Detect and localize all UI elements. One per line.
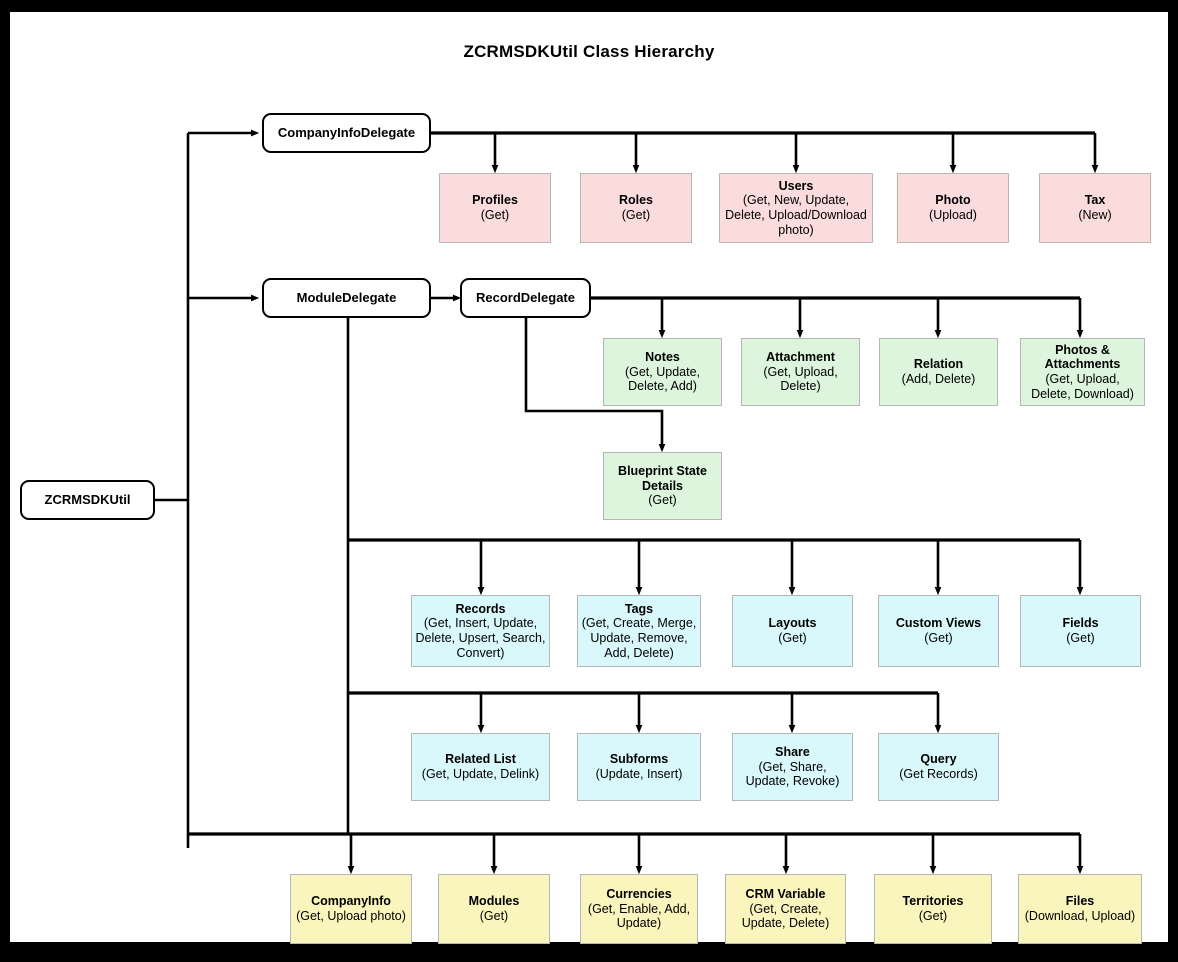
node-photos-attachments[interactable]: Photos & Attachments (Get, Upload, Delet… <box>1020 338 1145 406</box>
node-label: Records <box>455 601 506 616</box>
node-photo[interactable]: Photo (Upload) <box>897 173 1009 243</box>
node-layouts[interactable]: Layouts (Get) <box>732 595 853 667</box>
node-custom-views[interactable]: Custom Views (Get) <box>878 595 999 667</box>
node-label: CRM Variable <box>745 886 826 901</box>
node-label: Notes <box>645 349 680 364</box>
node-records[interactable]: Records (Get, Insert, Update, Delete, Up… <box>411 595 550 667</box>
node-label: CompanyInfo <box>311 894 391 909</box>
node-query[interactable]: Query (Get Records) <box>878 733 999 801</box>
node-label: Currencies <box>606 886 672 901</box>
node-companyinfodelegate[interactable]: CompanyInfoDelegate <box>262 113 431 153</box>
node-ops: (Get) <box>480 208 510 222</box>
node-profiles[interactable]: Profiles (Get) <box>439 173 551 243</box>
node-ops: (Update, Insert) <box>595 767 683 781</box>
node-ops: (Get) <box>778 631 807 645</box>
node-label: Modules <box>468 894 520 909</box>
node-ops: (Get) <box>621 208 651 222</box>
node-ops: (Get, Insert, Update, Delete, Upsert, Se… <box>415 616 546 660</box>
node-ops: (Get, Create, Merge, Update, Remove, Add… <box>581 616 697 660</box>
node-crm-variable[interactable]: CRM Variable (Get, Create, Update, Delet… <box>725 874 846 944</box>
node-ops: (New) <box>1078 208 1112 222</box>
node-relation[interactable]: Relation (Add, Delete) <box>879 338 998 406</box>
node-label: Query <box>920 752 957 767</box>
node-label: Custom Views <box>895 616 982 631</box>
node-ops: (Get, Create, Update, Delete) <box>741 901 830 931</box>
node-roles[interactable]: Roles (Get) <box>580 173 692 243</box>
node-ops: (Get) <box>479 909 509 923</box>
node-ops: (Add, Delete) <box>901 372 976 386</box>
node-ops: (Upload) <box>929 208 977 222</box>
node-fields[interactable]: Fields (Get) <box>1020 595 1141 667</box>
node-related-list[interactable]: Related List (Get, Update, Delink) <box>411 733 550 801</box>
node-zcrmsdkutil[interactable]: ZCRMSDKUtil <box>20 480 155 520</box>
node-ops: (Get, Upload, Delete, Download) <box>1031 372 1134 401</box>
node-label: Users <box>778 178 814 193</box>
node-ops: (Get, Enable, Add, Update) <box>587 901 691 931</box>
node-label: Tags <box>624 601 654 616</box>
node-label: Files <box>1065 894 1095 909</box>
node-tax[interactable]: Tax (New) <box>1039 173 1151 243</box>
node-label: Profiles <box>472 193 518 208</box>
node-ops: (Get, Share, Update, Revoke) <box>745 759 840 789</box>
node-tags[interactable]: Tags (Get, Create, Merge, Update, Remove… <box>577 595 701 667</box>
node-ops: (Get, Upload, Delete) <box>763 364 838 394</box>
node-notes[interactable]: Notes (Get, Update, Delete, Add) <box>603 338 722 406</box>
node-attachment[interactable]: Attachment (Get, Upload, Delete) <box>741 338 860 406</box>
node-blueprint-state-details[interactable]: Blueprint State Details (Get) <box>603 452 722 520</box>
node-files[interactable]: Files (Download, Upload) <box>1018 874 1142 944</box>
node-label: RecordDelegate <box>476 290 575 306</box>
node-recorddelegate[interactable]: RecordDelegate <box>460 278 591 318</box>
node-label: ZCRMSDKUtil <box>44 492 131 508</box>
node-ops: (Download, Upload) <box>1024 909 1136 923</box>
node-ops: (Get, Upload photo) <box>296 909 406 923</box>
node-moduledelegate[interactable]: ModuleDelegate <box>262 278 431 318</box>
node-label: CompanyInfoDelegate <box>277 125 416 141</box>
node-ops: (Get) <box>648 493 677 508</box>
node-users[interactable]: Users (Get, New, Update, Delete, Upload/… <box>719 173 873 243</box>
node-ops: (Get Records) <box>899 767 978 781</box>
node-label: ModuleDelegate <box>296 290 397 306</box>
node-label: Roles <box>618 193 654 208</box>
node-ops: (Get, Update, Delete, Add) <box>624 364 701 394</box>
node-ops: (Get) <box>1066 631 1095 645</box>
node-label: Territories <box>902 894 964 909</box>
node-territories[interactable]: Territories (Get) <box>874 874 992 944</box>
node-subforms[interactable]: Subforms (Update, Insert) <box>577 733 701 801</box>
node-label: Layouts <box>768 616 817 631</box>
node-label: Tax <box>1084 193 1106 208</box>
node-label: Subforms <box>609 752 669 767</box>
node-modules[interactable]: Modules (Get) <box>438 874 550 944</box>
node-label: Related List <box>445 752 516 767</box>
node-share[interactable]: Share (Get, Share, Update, Revoke) <box>732 733 853 801</box>
node-label: Fields <box>1062 616 1099 631</box>
node-label: Relation <box>913 357 964 372</box>
node-ops: (Get) <box>918 909 948 923</box>
page-title: ZCRMSDKUtil Class Hierarchy <box>463 42 715 61</box>
node-label: Share <box>775 744 810 759</box>
node-companyinfo[interactable]: CompanyInfo (Get, Upload photo) <box>290 874 412 944</box>
node-label: Blueprint State Details <box>618 463 707 493</box>
node-label: Photo <box>935 193 971 208</box>
node-ops: (Get, Update, Delink) <box>421 767 540 781</box>
connector-wires <box>155 129 1099 875</box>
node-label: Photos & Attachments <box>1044 342 1121 372</box>
node-ops: (Get, New, Update, Delete, Upload/Downlo… <box>725 193 867 237</box>
node-currencies[interactable]: Currencies (Get, Enable, Add, Update) <box>580 874 698 944</box>
node-ops: (Get) <box>924 631 953 645</box>
diagram-canvas: ZCRMSDKUtil Class Hierarchy <box>10 12 1168 944</box>
node-label: Attachment <box>766 349 835 364</box>
